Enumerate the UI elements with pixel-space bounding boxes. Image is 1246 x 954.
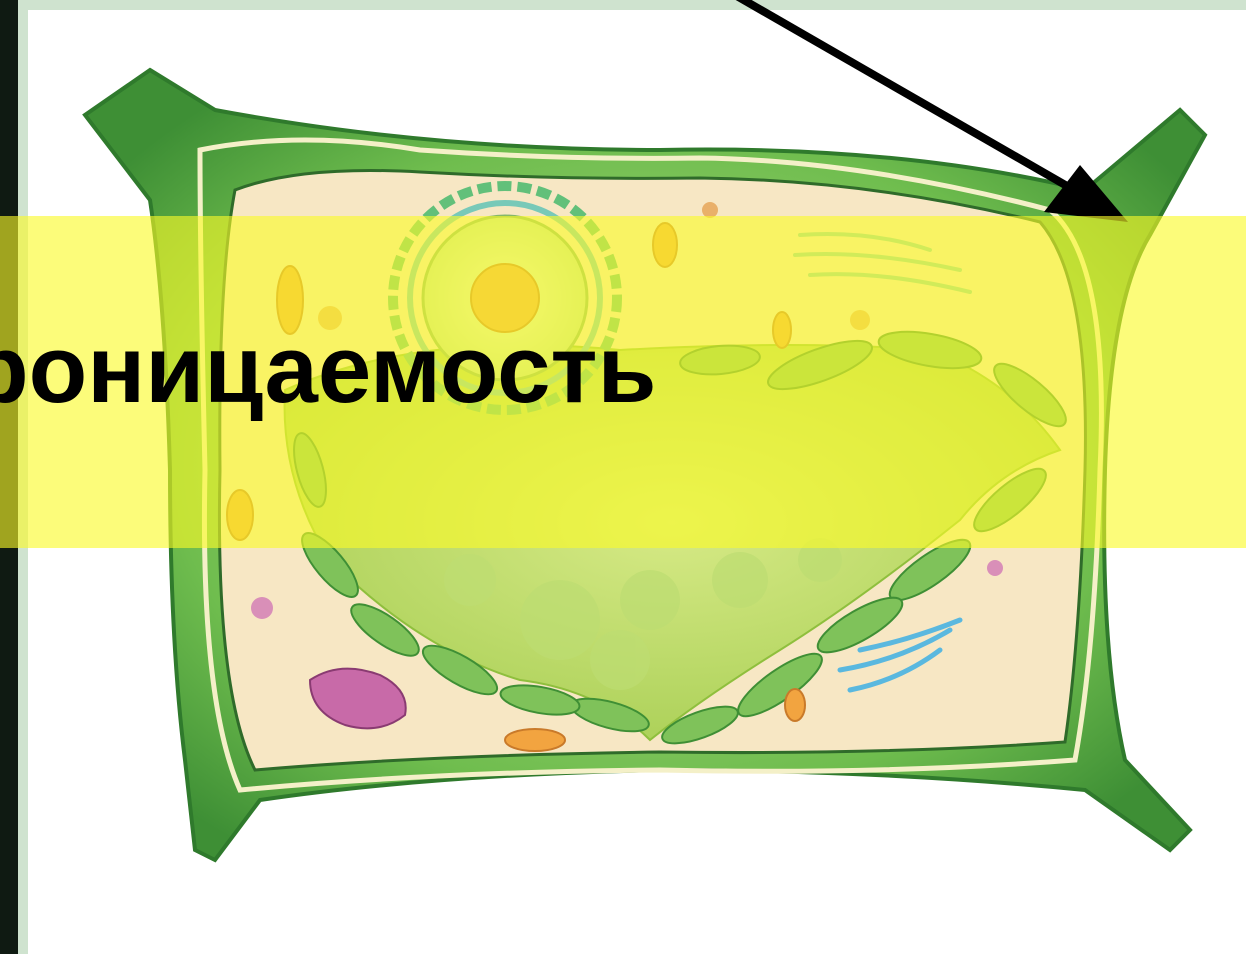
caption-text: роницаемость xyxy=(0,322,657,418)
